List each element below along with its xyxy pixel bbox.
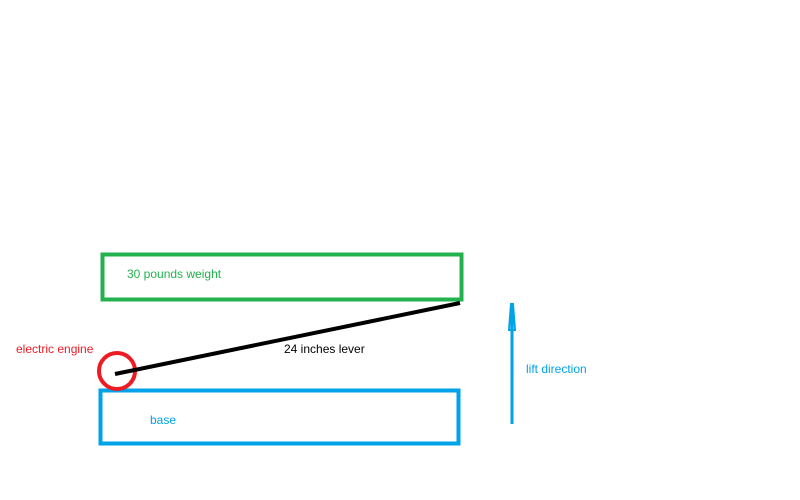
lift-direction-arrow-icon: [507, 303, 517, 424]
lift-direction-label: lift direction: [526, 362, 587, 376]
base-label: base: [150, 413, 177, 427]
engine-label: electric engine: [16, 342, 94, 356]
lever-line: [114, 301, 461, 376]
base-box: [98, 388, 461, 446]
weight-label: 30 pounds weight: [127, 267, 222, 281]
weight-box: [100, 252, 464, 302]
lever-label: 24 inches lever: [284, 342, 365, 356]
